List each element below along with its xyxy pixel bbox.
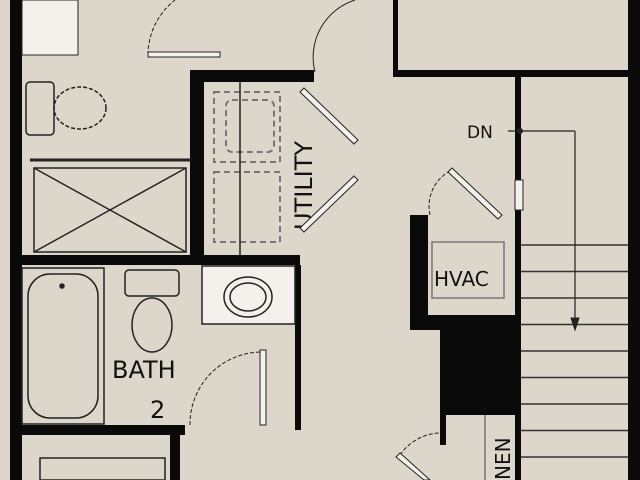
vanity bbox=[21, 0, 79, 56]
bath-number: 2 bbox=[150, 396, 165, 424]
bath-label: BATH bbox=[112, 356, 176, 384]
hvac-door[interactable] bbox=[447, 167, 503, 220]
handrail bbox=[514, 179, 524, 211]
door-swing bbox=[312, 0, 356, 73]
shower bbox=[30, 158, 190, 253]
bath2-door[interactable] bbox=[259, 349, 267, 426]
hvac-label: HVAC bbox=[434, 267, 489, 291]
walls bbox=[10, 0, 640, 480]
bifold-door[interactable] bbox=[299, 87, 359, 233]
toilet-bath2 bbox=[124, 269, 180, 353]
sink bbox=[201, 265, 296, 325]
down-arrow-icon bbox=[508, 128, 580, 332]
door-swing bbox=[399, 432, 441, 456]
fixture-bottom bbox=[39, 457, 166, 480]
toilet-master bbox=[25, 81, 107, 136]
down-label: DN bbox=[467, 123, 493, 143]
door-swing bbox=[147, 0, 176, 56]
door[interactable] bbox=[147, 51, 221, 58]
linen-label: NEN bbox=[491, 437, 515, 480]
linen-door[interactable] bbox=[395, 452, 431, 480]
hvac-unit bbox=[431, 241, 505, 299]
washer-dryer bbox=[213, 82, 281, 255]
door-swing bbox=[189, 351, 263, 426]
door-swing bbox=[428, 169, 453, 216]
bathtub bbox=[21, 267, 105, 425]
